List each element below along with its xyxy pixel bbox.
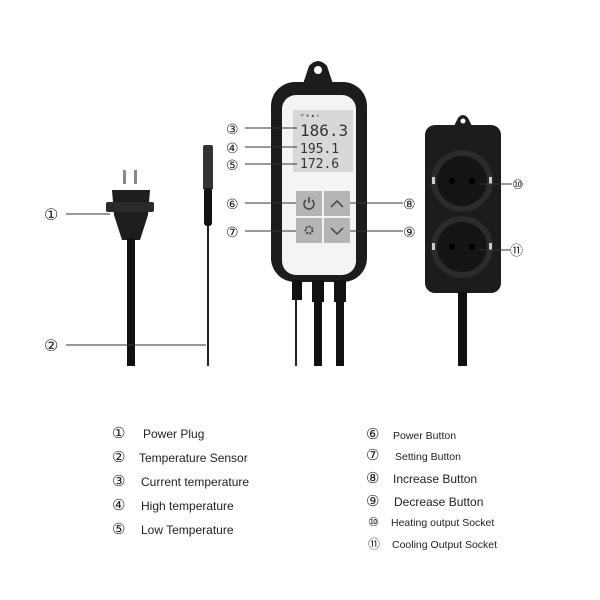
callout-11: ⑪ <box>510 244 523 259</box>
callout-2: ② <box>44 336 58 355</box>
legend-label: Current temperature <box>141 475 249 489</box>
legend-label: High temperature <box>141 499 234 513</box>
callout-1: ① <box>44 205 58 224</box>
legend-num: ② <box>112 448 125 466</box>
callout-10: ⑩ <box>512 178 524 193</box>
low-temperature: 172.6 <box>300 157 339 172</box>
power-button[interactable] <box>296 191 322 216</box>
legend-label: Cooling Output Socket <box>392 539 497 551</box>
legend-label: Low Temperature <box>141 523 234 537</box>
heating-socket <box>431 150 493 212</box>
legend-num: ⑧ <box>366 469 379 487</box>
legend-num: ⑩ <box>368 515 379 529</box>
legend-label: Heating output Socket <box>391 517 494 529</box>
callout-8: ⑧ <box>403 197 416 213</box>
current-temperature: 186.3 <box>300 121 348 140</box>
high-temperature: 195.1 <box>300 142 339 157</box>
legend-num: ⑨ <box>366 492 379 510</box>
chevron-up-icon <box>330 199 344 208</box>
legend-num: ① <box>112 424 125 442</box>
legend-num: ④ <box>112 496 125 514</box>
controller: ᯤ ● ▲ ◐ 186.3 195.1 172.6 <box>271 61 367 366</box>
legend-num: ③ <box>112 472 125 490</box>
socket-box <box>425 115 501 366</box>
temperature-sensor <box>203 145 213 366</box>
power-plug <box>106 170 154 366</box>
callout-7: ⑦ <box>226 225 239 241</box>
legend-num: ⑪ <box>368 537 380 551</box>
callout-5: ⑤ <box>226 158 239 174</box>
callout-4: ④ <box>226 141 239 157</box>
lcd-screen <box>293 110 353 172</box>
increase-button[interactable] <box>324 191 350 216</box>
callout-6: ⑥ <box>226 197 239 213</box>
legend-num: ⑦ <box>366 446 379 464</box>
callout-9: ⑨ <box>403 225 416 241</box>
legend-label: Power Plug <box>143 427 204 441</box>
legend-label: Decrease Button <box>394 495 483 509</box>
callout-3: ③ <box>226 122 239 138</box>
chevron-down-icon <box>330 227 344 236</box>
legend-label: Setting Button <box>395 451 461 463</box>
decrease-button[interactable] <box>324 218 350 243</box>
wifi-icon: ᯤ ● ▲ ◐ <box>300 113 320 119</box>
callout-lines <box>66 127 512 346</box>
legend-label: Increase Button <box>393 472 477 486</box>
gear-icon <box>304 225 314 235</box>
legend-num: ⑤ <box>112 520 125 538</box>
power-icon <box>303 197 315 210</box>
legend-right: ⑥ Power Button ⑦ Setting Button ⑧ Increa… <box>366 425 497 551</box>
legend-label: Power Button <box>393 430 456 442</box>
legend-num: ⑥ <box>366 425 379 443</box>
legend-left: ① Power Plug ② Temperature Sensor ③ Curr… <box>112 424 249 538</box>
legend-label: Temperature Sensor <box>139 451 248 465</box>
cooling-socket <box>431 216 493 278</box>
setting-button[interactable] <box>296 218 322 243</box>
